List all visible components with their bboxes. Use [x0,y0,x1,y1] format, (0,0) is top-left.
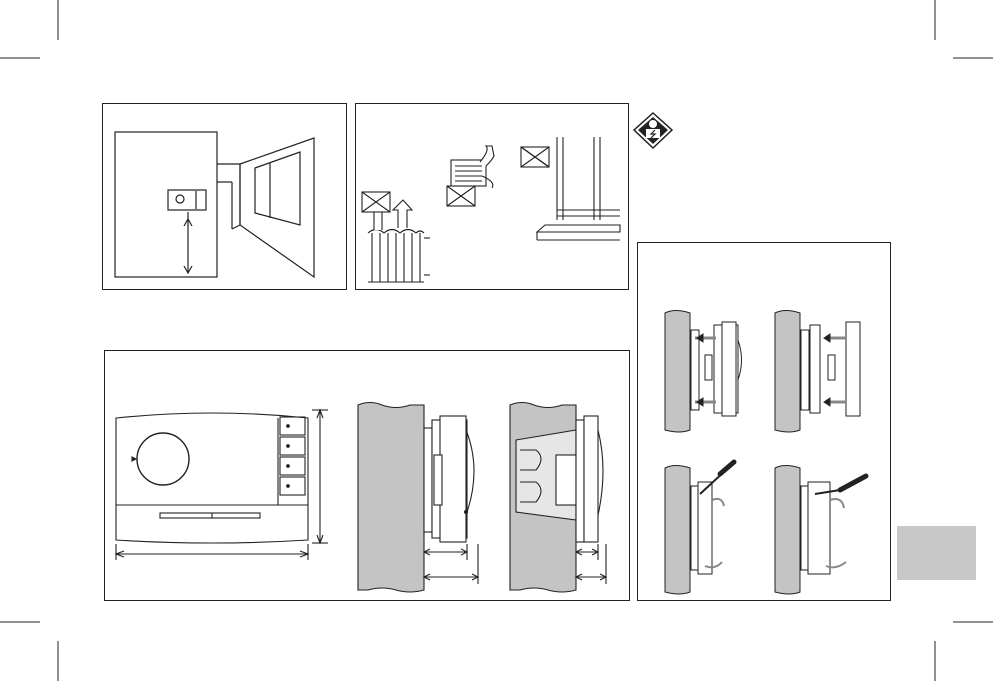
device-front-view [116,413,308,543]
side-view-surface [358,403,478,593]
side-view-flush [510,403,606,593]
